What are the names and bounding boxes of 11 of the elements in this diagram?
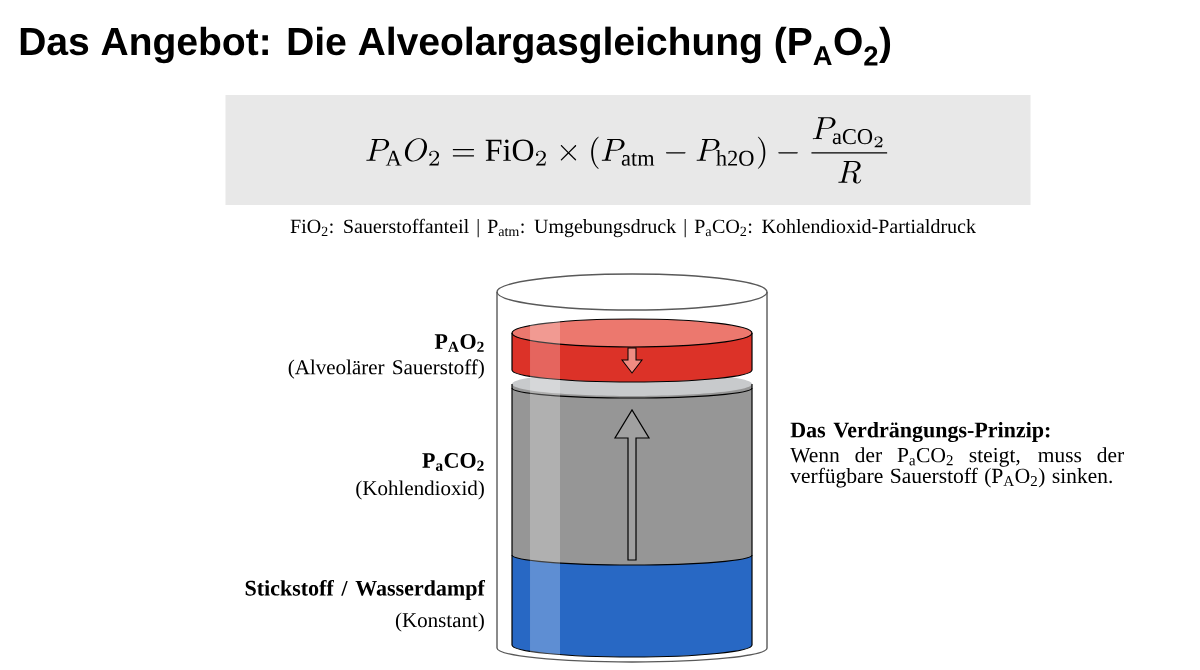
layer-label: (Kohlendioxid) bbox=[356, 480, 484, 500]
layer-label: P$_{a}$CO$_{2}$ bbox=[422, 453, 484, 471]
note-heading: Das Verdrängungs-Prinzip: bbox=[790, 421, 1050, 443]
layer-label: (Alveolärer Sauerstoff) bbox=[288, 359, 484, 379]
layer-label: Stickstoff / Wasserdampf bbox=[245, 579, 485, 601]
formula-box: $P_\mathrm{A}O_2 = \mathrm{FiO}_2 \times (P_\mathrm{atm} - P_\mathrm{h2O}) - \frac{P_{\mathrm{aCO}_2}}{R}$ bbox=[225, 95, 1031, 205]
formula-legend: FiO$_{2}$: Sauerstoffanteil | P$_{atm}$: Umgebungsdruck | P$_{a}$CO$_{2}$: Kohlendioxid-Partialdruck bbox=[290, 218, 976, 238]
note-text: Wenn der P$_{a}$CO$_{2}$ steigt, muss der verfügbare Sauerstoff (P$_{A}$O$_{2}$) sinken. bbox=[790, 447, 1124, 488]
title: Das Angebot: Die Alveolargasgleichung (P$_{A}$O$_{2}$) bbox=[20, 26, 891, 66]
layer-label: P$_{A}$O$_{2}$ bbox=[434, 334, 484, 352]
layer-label: (Konstant) bbox=[395, 612, 484, 632]
